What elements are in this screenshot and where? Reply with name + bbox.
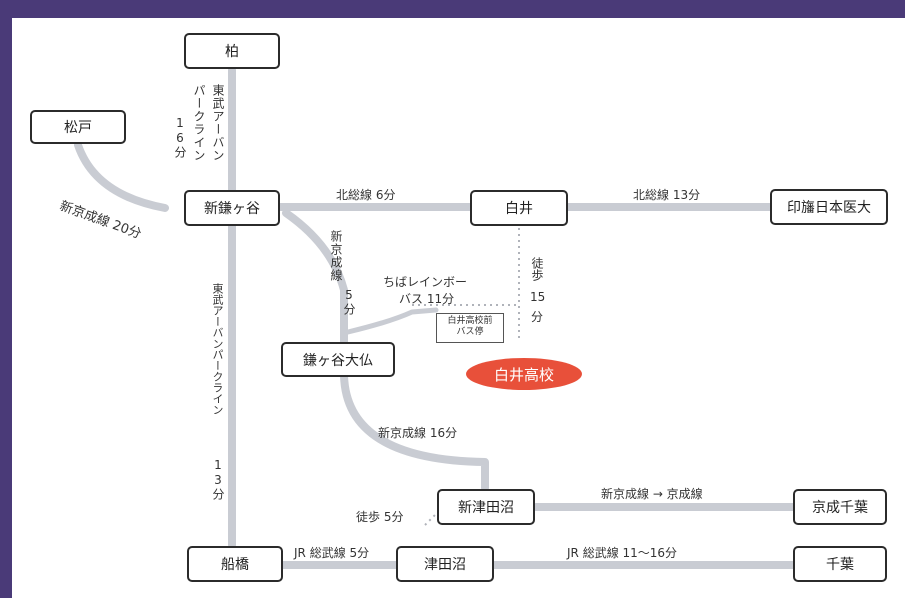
shinkeisei-5-label-b: 5分	[342, 288, 356, 316]
shinkeisei-matsudo-line	[74, 141, 169, 212]
station-kashiwa[interactable]: 柏	[184, 33, 280, 69]
tobu-top-label-a: 東武アーバン	[211, 84, 225, 162]
tobu-left-minutes: 13分	[211, 458, 225, 501]
station-shinkamagaya[interactable]: 新鎌ヶ谷	[184, 190, 280, 226]
bus-11-label: バス 11分	[399, 292, 455, 306]
shinkeisei-tsudanuma-line	[340, 371, 489, 492]
tobu-top-label-b: パークライン	[192, 84, 206, 162]
bus-stop-sign: 白井高校前 バス停	[436, 313, 504, 343]
tobu-left-label: 東武アーバンパークライン	[211, 283, 224, 415]
walk-15-label-c: 分	[531, 310, 544, 324]
bus-stop-name: 白井高校前	[447, 316, 493, 326]
station-tsudanuma[interactable]: 津田沼	[396, 546, 494, 582]
station-keisei-chiba[interactable]: 京成千葉	[793, 489, 887, 525]
jr-sobu-11-16-label: JR 総武線 11〜16分	[567, 546, 678, 560]
walk-15-label-b: 15	[530, 290, 546, 304]
station-chiba[interactable]: 千葉	[793, 546, 887, 582]
tobu-top-minutes: 16分	[173, 116, 187, 159]
shinkeisei-kamagaya-line	[282, 209, 348, 349]
station-kamagaya-daibutsu[interactable]: 鎌ヶ谷大仏	[281, 342, 395, 377]
chiba-rainbow-label: ちばレインボー	[383, 275, 468, 289]
bus-stop-label: バス停	[456, 327, 484, 337]
station-shintsudanuma[interactable]: 新津田沼	[437, 489, 535, 525]
hokuso-13-label: 北総線 13分	[633, 188, 701, 202]
school-marker[interactable]: 白井高校	[466, 358, 582, 390]
walk-15-label-a: 徒歩	[530, 257, 544, 281]
jr-sobu-5-label: JR 総武線 5分	[294, 546, 370, 560]
station-shiroi[interactable]: 白井	[470, 190, 568, 226]
walk-5-label: 徒歩 5分	[356, 510, 404, 524]
station-matsudo[interactable]: 松戸	[30, 110, 126, 144]
station-funabashi[interactable]: 船橋	[187, 546, 283, 582]
bus-route	[345, 307, 439, 335]
shinkeisei-16-label: 新京成線 16分	[378, 426, 458, 440]
hokuso-6-label: 北総線 6分	[336, 188, 396, 202]
shinkeisei-5-label-a: 新京成線	[329, 230, 343, 282]
station-inzai[interactable]: 印旛日本医大	[770, 189, 888, 225]
shinkeisei-keisei-label: 新京成線 → 京成線	[601, 487, 703, 501]
